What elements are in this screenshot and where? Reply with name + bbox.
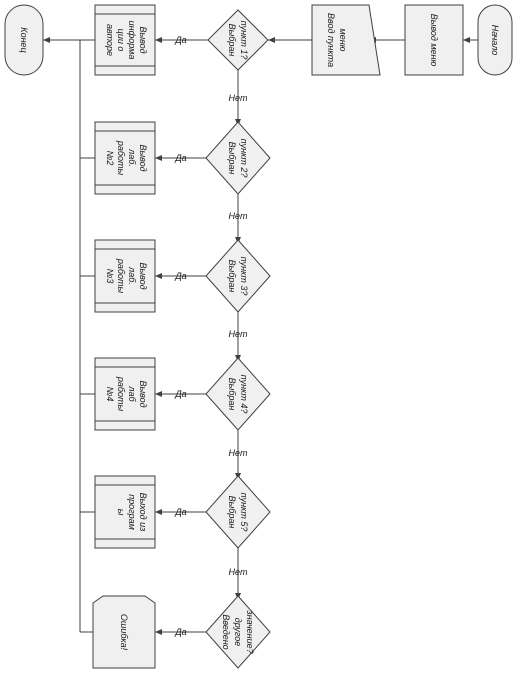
proc-lab4: Вывод лаб работы №4 [94, 357, 156, 431]
svg-text:Выбран: Выбран [227, 142, 237, 175]
edge-label-no-5: Нет [229, 567, 248, 577]
proc-lab2: Вывод лаб. работы №2 [94, 121, 156, 195]
svg-text:лаб.: лаб. [127, 266, 137, 285]
edge-label-no-1: Нет [229, 93, 248, 103]
svg-text:№4: №4 [105, 387, 115, 402]
svg-text:пункт 1?: пункт 1? [239, 21, 249, 60]
svg-text:лаб.: лаб. [127, 148, 137, 167]
input-item-manual: Ввод пункта меню [311, 4, 381, 76]
svg-text:№3: №3 [105, 269, 115, 284]
proc-lab3: Вывод лаб. работы №3 [94, 239, 156, 313]
connectors [43, 37, 478, 635]
svg-text:Выбран: Выбран [227, 24, 237, 57]
show-menu-process: Вывод меню [404, 4, 464, 76]
svg-text:работы: работы [116, 258, 126, 294]
error-display: Ошибка! [92, 595, 156, 669]
decision-4: Выбран пункт 4? [205, 357, 271, 431]
svg-text:авторе: авторе [105, 24, 115, 56]
start-terminator: Начало [477, 4, 513, 76]
svg-text:Выход из: Выход из [138, 493, 148, 532]
decision-6: Введено другое значение? [205, 595, 271, 669]
edge-label-yes-5: Да [174, 507, 186, 517]
svg-text:пункт 4?: пункт 4? [239, 375, 249, 414]
svg-text:Выбран: Выбран [227, 260, 237, 293]
svg-text:ы: ы [116, 509, 126, 516]
proc-author-info: Вывод информа ции о авторе [94, 4, 156, 76]
edge-label-yes-6: Да [174, 627, 186, 637]
svg-text:№2: №2 [105, 151, 115, 166]
decision-5: Выбран пункт 5? [205, 475, 271, 549]
show-menu-label: Вывод меню [429, 14, 439, 67]
svg-text:информа: информа [127, 21, 137, 60]
edge-label-yes-3: Да [174, 271, 186, 281]
decision-3: Выбран пункт 3? [205, 239, 271, 313]
input-item-label-line1: Ввод пункта [326, 13, 336, 67]
input-item-label-line2: меню [338, 29, 348, 52]
svg-text:Введено: Введено [221, 614, 231, 649]
svg-text:пункт 5?: пункт 5? [239, 493, 249, 532]
svg-text:работы: работы [116, 140, 126, 176]
svg-text:ции о: ции о [116, 29, 126, 52]
svg-text:Вывод: Вывод [138, 144, 148, 171]
svg-text:пункт 3?: пункт 3? [239, 257, 249, 296]
svg-text:другое: другое [233, 618, 243, 647]
edge-labels: Да Да Да Да Да Да Нет Нет Нет Нет Нет [174, 35, 248, 637]
proc-exit: Выход из програм ы [94, 475, 156, 549]
svg-text:пункт 2?: пункт 2? [239, 139, 249, 178]
decision-2: Выбран пункт 2? [205, 121, 271, 195]
edge-label-yes-4: Да [174, 389, 186, 399]
edge-label-no-3: Нет [229, 329, 248, 339]
svg-text:работы: работы [116, 376, 126, 412]
edge-label-no-4: Нет [229, 448, 248, 458]
svg-text:Выбран: Выбран [227, 378, 237, 411]
end-terminator: Конец [4, 4, 44, 76]
svg-text:Вывод: Вывод [138, 26, 148, 53]
svg-text:значение?: значение? [245, 609, 255, 653]
edge-label-yes-2: Да [174, 153, 186, 163]
svg-text:програм: програм [127, 494, 137, 530]
svg-text:Вывод: Вывод [138, 262, 148, 289]
start-label: Начало [490, 25, 500, 56]
edge-label-no-2: Нет [229, 211, 248, 221]
edge-label-yes-1: Да [174, 35, 186, 45]
end-label: Конец [19, 27, 29, 52]
svg-text:лаб: лаб [127, 385, 137, 402]
error-label: Ошибка! [119, 614, 129, 651]
svg-text:Выбран: Выбран [227, 496, 237, 529]
svg-text:Вывод: Вывод [138, 380, 148, 407]
decision-1: Выбран пункт 1? [207, 9, 269, 71]
